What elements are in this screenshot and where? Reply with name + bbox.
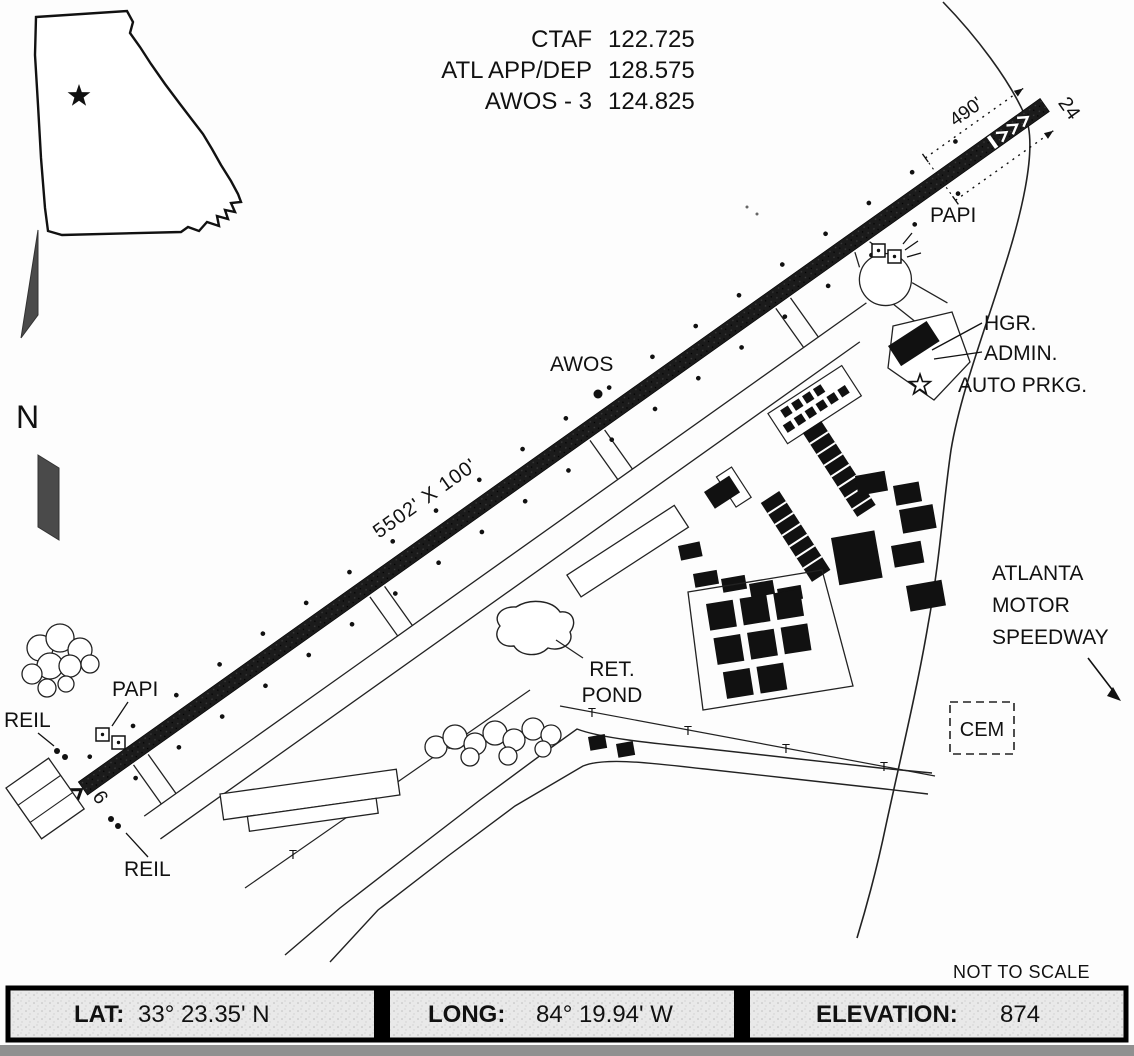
pond-label-line2: POND (582, 684, 643, 707)
taxiway-connector (369, 586, 413, 637)
fence-mark: T (588, 705, 596, 720)
apron-boundary (687, 569, 854, 711)
t-hangar-row (760, 491, 831, 582)
frequency-value: 122.725 (608, 26, 695, 53)
north-arrow: N (16, 229, 60, 541)
north-label: N (16, 399, 39, 435)
threshold-bar (986, 135, 999, 149)
frequency-list: CTAF 122.725 ATL APP/DEP 128.575 AWOS - … (441, 26, 695, 115)
hangar-label: HGR. (984, 312, 1037, 335)
papi-upper-symbol (871, 232, 922, 264)
taxiway-connector (132, 754, 177, 805)
hangar-buildings-east (678, 470, 946, 612)
light-rays-icon (902, 232, 922, 258)
info-bar-divider (734, 988, 750, 1040)
papi-lower-label: PAPI (112, 678, 158, 701)
state-inset-map (33, 9, 243, 237)
speck (745, 205, 749, 209)
awos-label: AWOS (550, 353, 613, 376)
awos-symbol (593, 389, 603, 399)
speedway-label-line3: SPEEDWAY (992, 626, 1109, 649)
small-buildings-south (588, 734, 636, 758)
cemetery-area: CEM (949, 701, 1015, 755)
speck (755, 212, 759, 216)
fence-mark: T (684, 723, 692, 738)
bottom-strip (0, 1045, 1134, 1056)
reil-upper-symbol (37, 732, 68, 760)
frequency-value: 128.575 (608, 57, 695, 84)
speedway-label-line1: ATLANTA (992, 562, 1083, 585)
long-value: 84° 19.94' W (536, 1001, 673, 1028)
pond-label-line1: RET. (589, 658, 635, 681)
frequency-label: AWOS - 3 (485, 88, 592, 115)
runway-end-24: 24 (1053, 93, 1084, 124)
taxiway-connector (589, 429, 633, 480)
hangar-building (888, 320, 940, 367)
taxiway-connector (775, 297, 819, 348)
frequency-label: CTAF (531, 26, 592, 53)
lat-label: LAT: (74, 1001, 124, 1028)
admin-label: ADMIN. (984, 342, 1058, 365)
tiedown-rows (767, 364, 863, 445)
speedway-label-line2: MOTOR (992, 594, 1070, 617)
pad-southwest (5, 757, 86, 840)
lat-value: 33° 23.35' N (138, 1001, 270, 1028)
long-label: LONG: (428, 1001, 505, 1028)
reil-lower-symbol (108, 816, 149, 858)
fence-mark: T (289, 847, 297, 862)
displaced-threshold-chevrons (995, 115, 1030, 143)
frequency-value: 124.825 (608, 88, 695, 115)
access-roads (284, 728, 933, 963)
pond-leader-line (555, 639, 584, 659)
papi-lower-symbol (95, 701, 129, 750)
facility-leader-lines (931, 322, 983, 360)
parallel-taxiway (132, 241, 948, 840)
auto-parking-label: AUTO PRKG. (958, 374, 1087, 397)
trees-west (21, 623, 100, 698)
building-outline-long-sw (219, 768, 401, 832)
runup-pad-loop (858, 252, 913, 307)
not-to-scale-label: NOT TO SCALE (953, 962, 1090, 982)
displaced-threshold-label: 490' (946, 93, 987, 131)
reil-lower-label: REIL (124, 858, 171, 881)
info-bar-divider (374, 988, 390, 1040)
fence-mark: T (782, 741, 790, 756)
trees-central (424, 717, 562, 767)
retention-pond (496, 600, 584, 659)
hangar-grid (706, 589, 812, 699)
speedway-arrow-icon (1087, 657, 1121, 701)
elevation-label: ELEVATION: (816, 1001, 958, 1028)
papi-upper-label: PAPI (930, 204, 976, 227)
reil-upper-label: REIL (4, 709, 51, 732)
elevation-value: 874 (1000, 1001, 1040, 1028)
runway-size-label: 5502' X 100' (369, 454, 481, 543)
cemetery-label: CEM (960, 719, 1004, 741)
info-bar: LAT: 33° 23.35' N LONG: 84° 19.94' W ELE… (5, 985, 1129, 1043)
fence-mark: T (880, 759, 888, 774)
t-hangar-row (802, 421, 876, 517)
frequency-label: ATL APP/DEP (441, 57, 592, 84)
building-outline-long-mid (566, 504, 690, 598)
